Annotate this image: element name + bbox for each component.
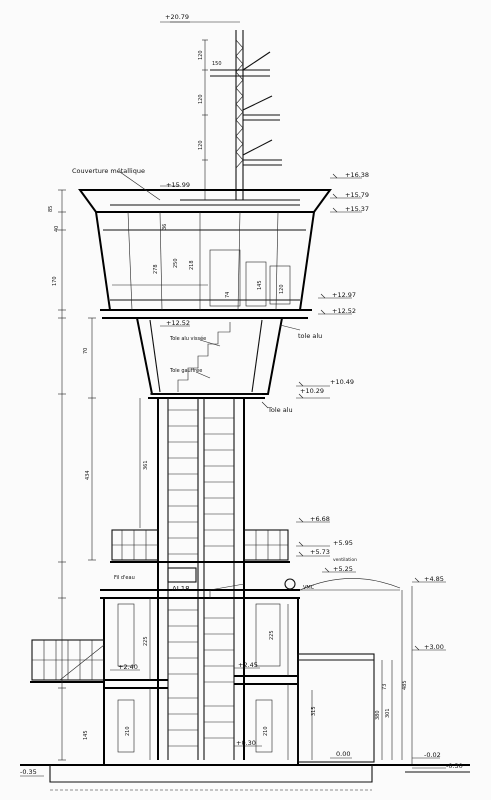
level-12-97: +12.97 [332,291,357,299]
label-tole-alu-lower: Tole alu [268,406,293,414]
level-5-25: +5.25 [333,565,353,573]
al18-frame [167,567,197,583]
label-vmc: VMC [303,585,315,591]
dim-85: 85 [48,205,54,212]
level-5-95: +5.95 [333,539,353,547]
level-minus-0-02: -0.02 [424,751,441,759]
upper-cone [135,317,284,399]
left-balcony [30,639,105,683]
antenna-mast [160,21,282,200]
dim-250: 250 [173,258,179,268]
level-15-37: +15.37 [345,205,370,213]
level-3-00: +3.00 [424,643,444,651]
dim-225-a: 225 [143,636,149,646]
dim-145-b: 145 [83,730,89,740]
dim-434: 434 [85,470,91,480]
dim-120-b: 120 [198,94,204,104]
dim-315: 315 [311,706,317,716]
label-fil-deau: Fil d'eau [114,575,135,581]
base-building [100,578,413,765]
dim-361: 361 [143,460,149,470]
dim-73: 73 [382,683,388,690]
spiral-stair [168,409,234,747]
dim-120-a: 120 [198,50,204,60]
dim-278: 278 [153,264,159,274]
control-cab [78,189,332,319]
label-ventilation: ventilation [333,558,357,563]
dim-145: 145 [257,280,263,290]
mid-balconies [110,529,290,563]
level-15-79: +15.79 [345,191,370,199]
level-markers [20,21,446,777]
dim-210-a: 210 [125,726,131,736]
label-couverture: Couverture métallique [72,167,145,175]
level-12-52-left: +12.52 [166,319,191,327]
level-2-40: +2.40 [118,663,138,671]
level-10-49: +10.49 [330,378,355,386]
level-minus-0-35: -0.35 [20,768,37,776]
dim-120-c: 120 [198,140,204,150]
dim-40: 40 [54,225,60,232]
level-16-38: +16.38 [345,171,370,179]
dim-225-b: 225 [269,630,275,640]
dim-485: 485 [402,680,408,690]
level-6-68: +6.68 [310,515,330,523]
dim-70: 70 [83,347,89,354]
dim-36: 36 [162,223,168,230]
dimension-lines [58,189,403,761]
level-20-79: +20.79 [165,13,190,21]
dim-150: 150 [212,61,222,67]
dim-120-d: 120 [279,284,285,294]
level-4-85: +4.85 [424,575,444,583]
level-2-45: +2.45 [238,661,258,669]
dim-210-b: 210 [263,726,269,736]
level-10-29: +10.29 [300,387,325,395]
vmc-unit [284,578,296,590]
level-minus-0-30: -0.30 [446,762,463,770]
dim-170: 170 [52,276,58,286]
dim-380: 380 [375,710,381,720]
label-tole-alu-vissee: Tole alu vissée [170,336,207,342]
ground-foundation [20,764,470,791]
label-al18: AL18 [172,585,190,593]
shaft [157,398,245,760]
dim-301: 301 [385,708,391,718]
level-5-73: +5.73 [310,548,330,556]
label-tole-gauffree: Tole gauffrée [170,368,203,374]
level-0-30: +0.30 [236,739,256,747]
label-tole-alu-upper: tole alu [298,332,323,340]
level-15-99: +15.99 [166,181,191,189]
dim-74: 74 [225,291,231,298]
level-12-52-right: +12.52 [332,307,357,315]
dim-218: 218 [189,260,195,270]
level-0-00: 0.00 [336,750,351,758]
